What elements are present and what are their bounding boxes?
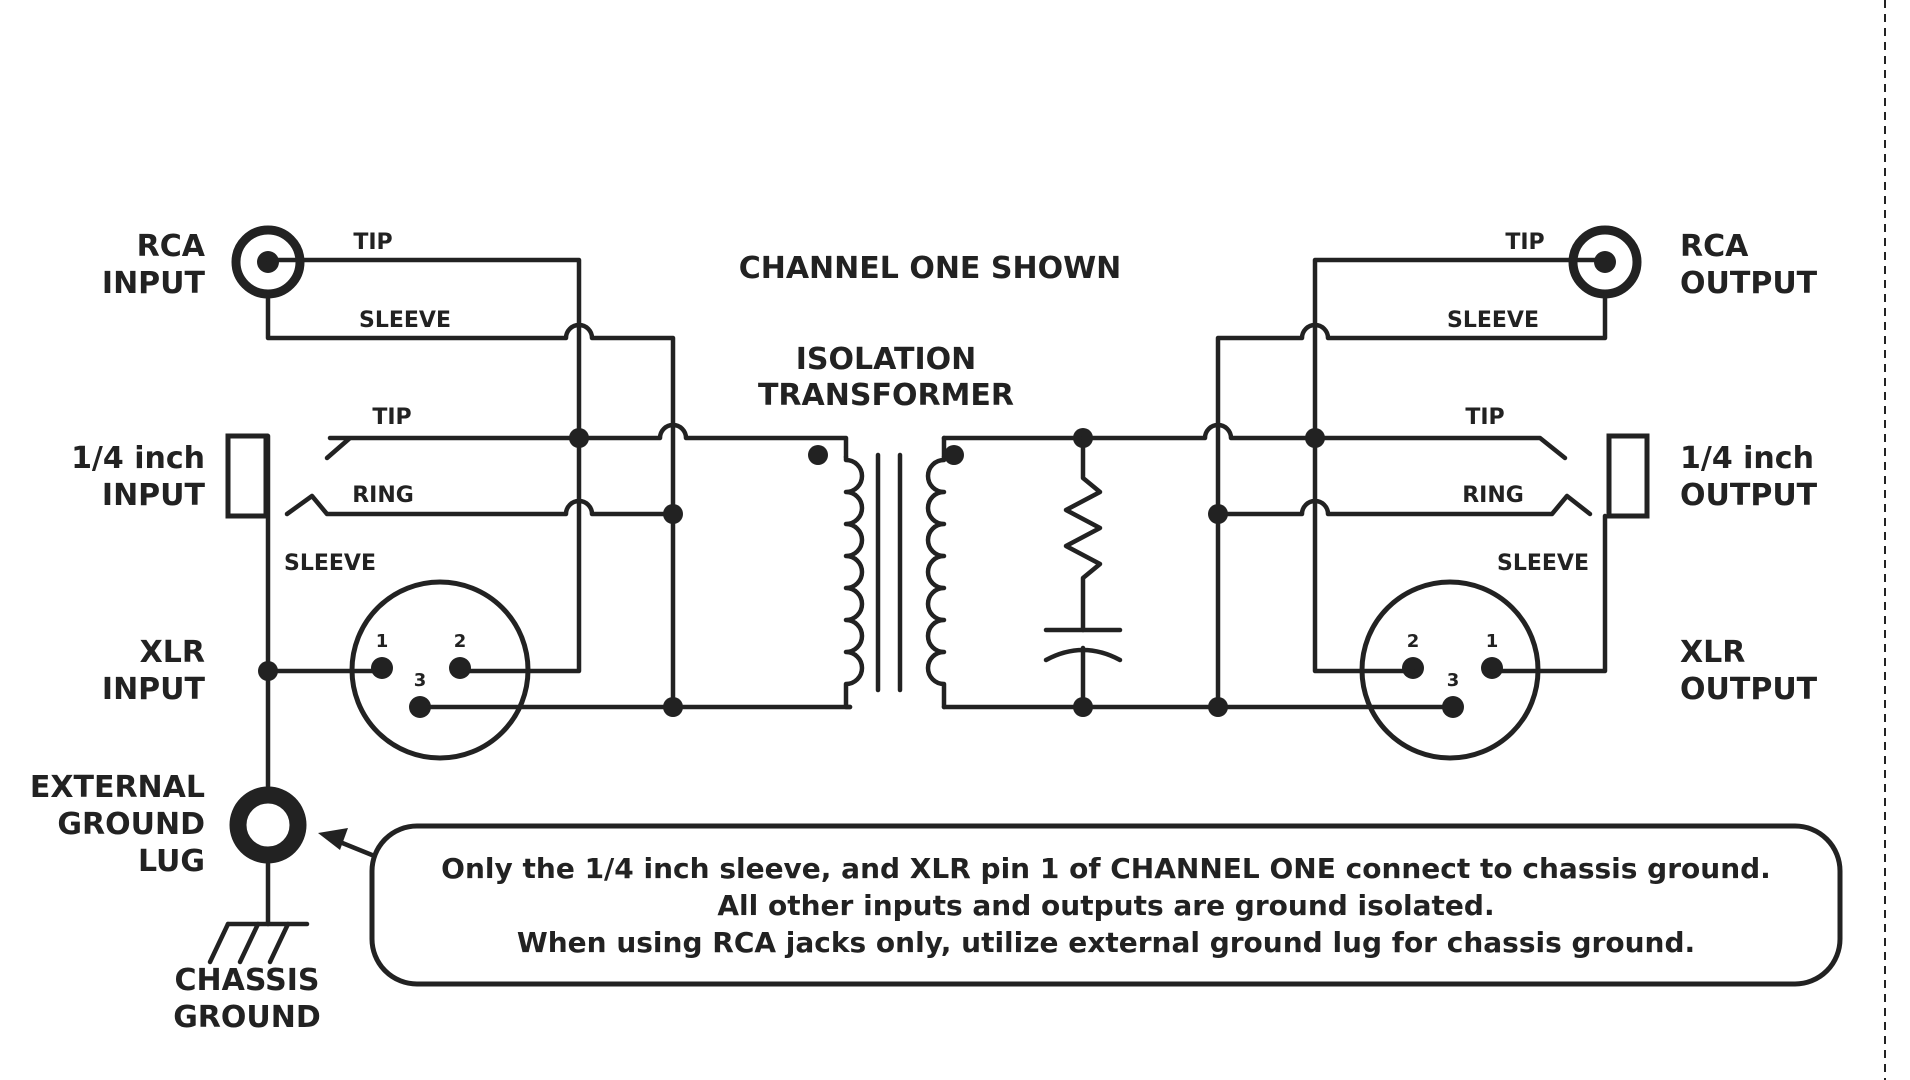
xlr-input-label-line2: INPUT (102, 672, 206, 707)
diagram-title: CHANNEL ONE SHOWN (739, 251, 1122, 286)
xlr-output-label-line2: OUTPUT (1680, 672, 1818, 707)
right-rca-sleeve-label: SLEEVE (1447, 308, 1539, 333)
quarter-output-jack (1606, 433, 1650, 519)
quarter-output-label-line1: 1/4 inch (1680, 441, 1814, 476)
left-rca-tip-label: TIP (353, 230, 392, 255)
left-wiring (265, 257, 853, 927)
note-arrow (318, 828, 375, 858)
quarter-input-jack (225, 433, 269, 519)
ground-lug-label-line2: GROUND (57, 807, 205, 842)
junction-rc-bottom (1073, 697, 1093, 717)
rc-network (941, 435, 1456, 710)
note-box (369, 823, 1843, 987)
xlr-input-label-line1: XLR (140, 635, 205, 670)
xlr-output-pin-3-label: 3 (1447, 670, 1460, 691)
isolation-transformer (808, 435, 964, 710)
left-rca-sleeve-label: SLEEVE (359, 308, 451, 333)
junction-right-2 (1208, 504, 1228, 524)
xlr-output-label-line1: XLR (1680, 635, 1745, 670)
rca-output-label-line2: OUTPUT (1680, 266, 1818, 301)
junction-left-1 (569, 428, 589, 448)
xlr-input-pin-1-label: 1 (376, 631, 389, 652)
junction-right-1 (1305, 428, 1325, 448)
left-quarter-ring-label: RING (352, 483, 414, 508)
xlr-input-pin-1 (371, 657, 393, 679)
ground-lug-label-line1: EXTERNAL (30, 770, 205, 805)
xlr-output-pin-2-label: 2 (1407, 631, 1420, 652)
quarter-input-label-line2: INPUT (102, 478, 206, 513)
xlr-output-pin-3 (1442, 696, 1464, 718)
transformer-label-line2: TRANSFORMER (758, 378, 1014, 413)
right-quarter-ring-label: RING (1462, 483, 1524, 508)
junction-left-2 (663, 504, 683, 524)
xlr-output-pin-1-label: 1 (1486, 631, 1499, 652)
right-quarter-tip-label: TIP (1465, 405, 1504, 430)
ground-lug-label-line3: LUG (138, 844, 205, 879)
right-quarter-sleeve-label: SLEEVE (1497, 551, 1589, 576)
right-wiring (1080, 257, 1608, 710)
xlr-input-pin-2-label: 2 (454, 631, 467, 652)
transformer-label-line1: ISOLATION (796, 342, 977, 377)
xlr-input-pin-2 (449, 657, 471, 679)
quarter-input-label-line1: 1/4 inch (71, 441, 205, 476)
quarter-output-label-line2: OUTPUT (1680, 478, 1818, 513)
left-quarter-tip-label: TIP (372, 405, 411, 430)
chassis-ground-label-line2: GROUND (173, 1000, 321, 1035)
note-line-2: All other inputs and outputs are ground … (717, 889, 1494, 922)
rca-output-label-line1: RCA (1680, 229, 1749, 264)
chassis-ground-symbol (207, 921, 310, 965)
junction-left-3 (258, 661, 278, 681)
chassis-ground-label-line1: CHASSIS (175, 963, 320, 998)
rca-input-label-line1: RCA (137, 229, 206, 264)
xlr-output-pin-1 (1481, 657, 1503, 679)
external-ground-lug (229, 786, 307, 864)
left-quarter-sleeve-label: SLEEVE (284, 551, 376, 576)
note-line-1: Only the 1/4 inch sleeve, and XLR pin 1 … (441, 852, 1771, 885)
xlr-input-pin-3 (409, 696, 431, 718)
junction-left-4 (663, 697, 683, 717)
note-line-3: When using RCA jacks only, utilize exter… (517, 926, 1695, 959)
junction-right-3 (1208, 697, 1228, 717)
right-rca-tip-label: TIP (1505, 230, 1544, 255)
xlr-output-pin-2 (1402, 657, 1424, 679)
xlr-input-pin-3-label: 3 (414, 670, 427, 691)
rca-input-label-line2: INPUT (102, 266, 206, 301)
